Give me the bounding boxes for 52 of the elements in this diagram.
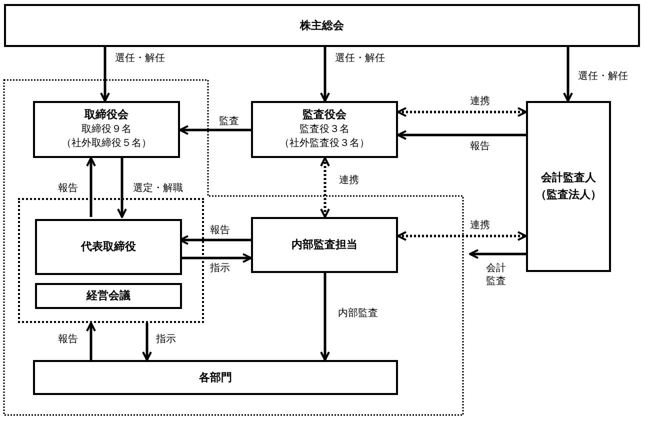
process-box bbox=[35, 283, 182, 309]
box-title: 監査役会 bbox=[302, 107, 346, 123]
process-box bbox=[251, 101, 398, 158]
arrow bbox=[563, 47, 573, 102]
edge-label: 連携 bbox=[470, 95, 490, 108]
arrow bbox=[320, 273, 330, 361]
box-title: 取締役会 bbox=[84, 107, 128, 123]
box-title: 内部監査担当 bbox=[292, 237, 358, 253]
box-title: 経営会議 bbox=[86, 288, 130, 304]
edge-label: 報告 bbox=[210, 224, 230, 237]
dotted-group-box bbox=[18, 198, 204, 323]
arrow bbox=[100, 47, 110, 102]
box-note: （社外取締役５名） bbox=[62, 137, 152, 152]
arrow bbox=[397, 231, 527, 241]
arrow bbox=[397, 107, 527, 117]
process-box bbox=[251, 217, 398, 273]
process-box bbox=[35, 219, 182, 275]
arrow bbox=[117, 158, 127, 218]
arrow bbox=[86, 322, 96, 360]
edge-label: 報告 bbox=[470, 140, 490, 153]
edge-label: 指示 bbox=[156, 333, 176, 346]
arrow bbox=[180, 253, 252, 263]
box-title: 各部門 bbox=[199, 370, 232, 386]
edge-label: 選任・解任 bbox=[335, 52, 385, 65]
box-title: 代表取締役 bbox=[81, 239, 136, 255]
edge-label: 報告 bbox=[58, 333, 78, 346]
process-box bbox=[526, 101, 611, 272]
process-box bbox=[33, 101, 180, 158]
arrow bbox=[469, 249, 526, 259]
edge-label: 指示 bbox=[210, 262, 230, 275]
box-title: 株主総会 bbox=[300, 18, 344, 34]
box-title: 会計監査人（監査法人） bbox=[536, 170, 602, 202]
arrow bbox=[320, 157, 330, 218]
arrow bbox=[142, 323, 152, 361]
process-box bbox=[4, 4, 640, 47]
edge-label: 選定・解職 bbox=[133, 182, 183, 195]
edge-label: 会計監査 bbox=[485, 262, 507, 288]
arrow bbox=[397, 130, 526, 140]
edge-label: 連携 bbox=[339, 174, 359, 187]
edge-label: 報告 bbox=[58, 182, 78, 195]
edge-label: 連携 bbox=[470, 219, 490, 232]
edge-label: 内部監査 bbox=[338, 307, 378, 320]
edge-label: 選任・解任 bbox=[578, 70, 628, 83]
box-note: （社外監査役３名） bbox=[280, 137, 370, 152]
arrow bbox=[320, 47, 330, 102]
edge-label: 選任・解任 bbox=[115, 52, 165, 65]
box-note: 取締役９名 bbox=[82, 122, 132, 137]
arrow bbox=[179, 125, 251, 135]
box-note: 監査役３名 bbox=[300, 122, 350, 137]
process-box bbox=[33, 360, 398, 395]
edge-label: 監査 bbox=[219, 115, 239, 128]
arrow bbox=[86, 157, 96, 217]
